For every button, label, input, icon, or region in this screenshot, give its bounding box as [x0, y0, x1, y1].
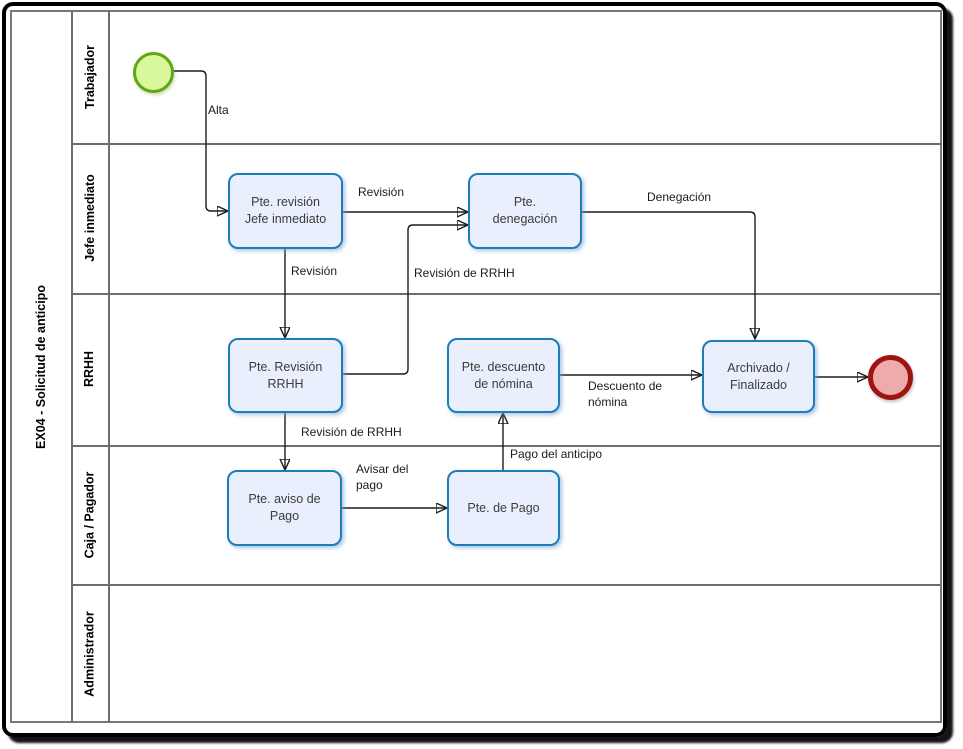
- task-label: Pte. aviso de Pago: [248, 492, 321, 523]
- task-label: Pte. descuento de nómina: [461, 359, 546, 391]
- flow-denegacion: [582, 211, 755, 339]
- task-archivado-finalizado[interactable]: Archivado / Finalizado: [702, 340, 815, 413]
- pool-title-divider: [71, 10, 73, 723]
- task-pte-revision-jefe-inmediato[interactable]: Pte. revisión Jefe inmediato: [228, 173, 343, 249]
- flow-label-revision-de-rrhh-down: Revisión de RRHH: [301, 425, 402, 439]
- task-pte-aviso-de-pago[interactable]: Pte. aviso de Pago: [227, 470, 342, 546]
- task-label: Pte. de Pago: [467, 500, 540, 515]
- task-pte-de-pago[interactable]: Pte. de Pago: [447, 470, 560, 546]
- task-pte-denegacion[interactable]: Pte. denegación: [468, 173, 582, 249]
- end-event[interactable]: [868, 355, 913, 400]
- task-label: Pte. revisión Jefe inmediato: [244, 195, 327, 226]
- flow-label-descuento-de-nomina: Descuento de nómina: [588, 379, 663, 409]
- task-pte-revision-rrhh[interactable]: Pte. Revisión RRHH: [228, 338, 343, 413]
- flow-label-revision-top: Revisión: [358, 185, 405, 199]
- flow-label-pago-del-anticipo: Pago del anticipo: [510, 447, 603, 461]
- task-pte-descuento-de-nomina[interactable]: Pte. descuento de nómina: [447, 338, 560, 413]
- flow-label-denegacion: Denegación: [647, 190, 712, 204]
- start-event[interactable]: [133, 52, 174, 93]
- flow-label-alta: Alta: [208, 103, 229, 117]
- task-label: Pte. Revisión RRHH: [248, 359, 323, 391]
- lane-divider-4: [71, 584, 942, 586]
- flow-label-revision-down: Revisión: [291, 264, 338, 278]
- pool-border: [10, 10, 942, 723]
- lane-divider-2: [71, 293, 942, 295]
- lane-label-divider: [108, 10, 110, 723]
- flow-label-revision-de-rrhh-up: Revisión de RRHH: [414, 266, 515, 280]
- lane-divider-1: [71, 143, 942, 145]
- flow-alta: [173, 70, 228, 211]
- task-label: Archivado / Finalizado: [727, 360, 790, 392]
- flow-revision-rrhh-to-denegacion: [343, 225, 468, 375]
- task-label: Pte. denegación: [492, 195, 558, 226]
- flow-label-avisar-del-pago: Avisar del pago: [356, 462, 409, 492]
- lane-divider-3: [71, 445, 942, 447]
